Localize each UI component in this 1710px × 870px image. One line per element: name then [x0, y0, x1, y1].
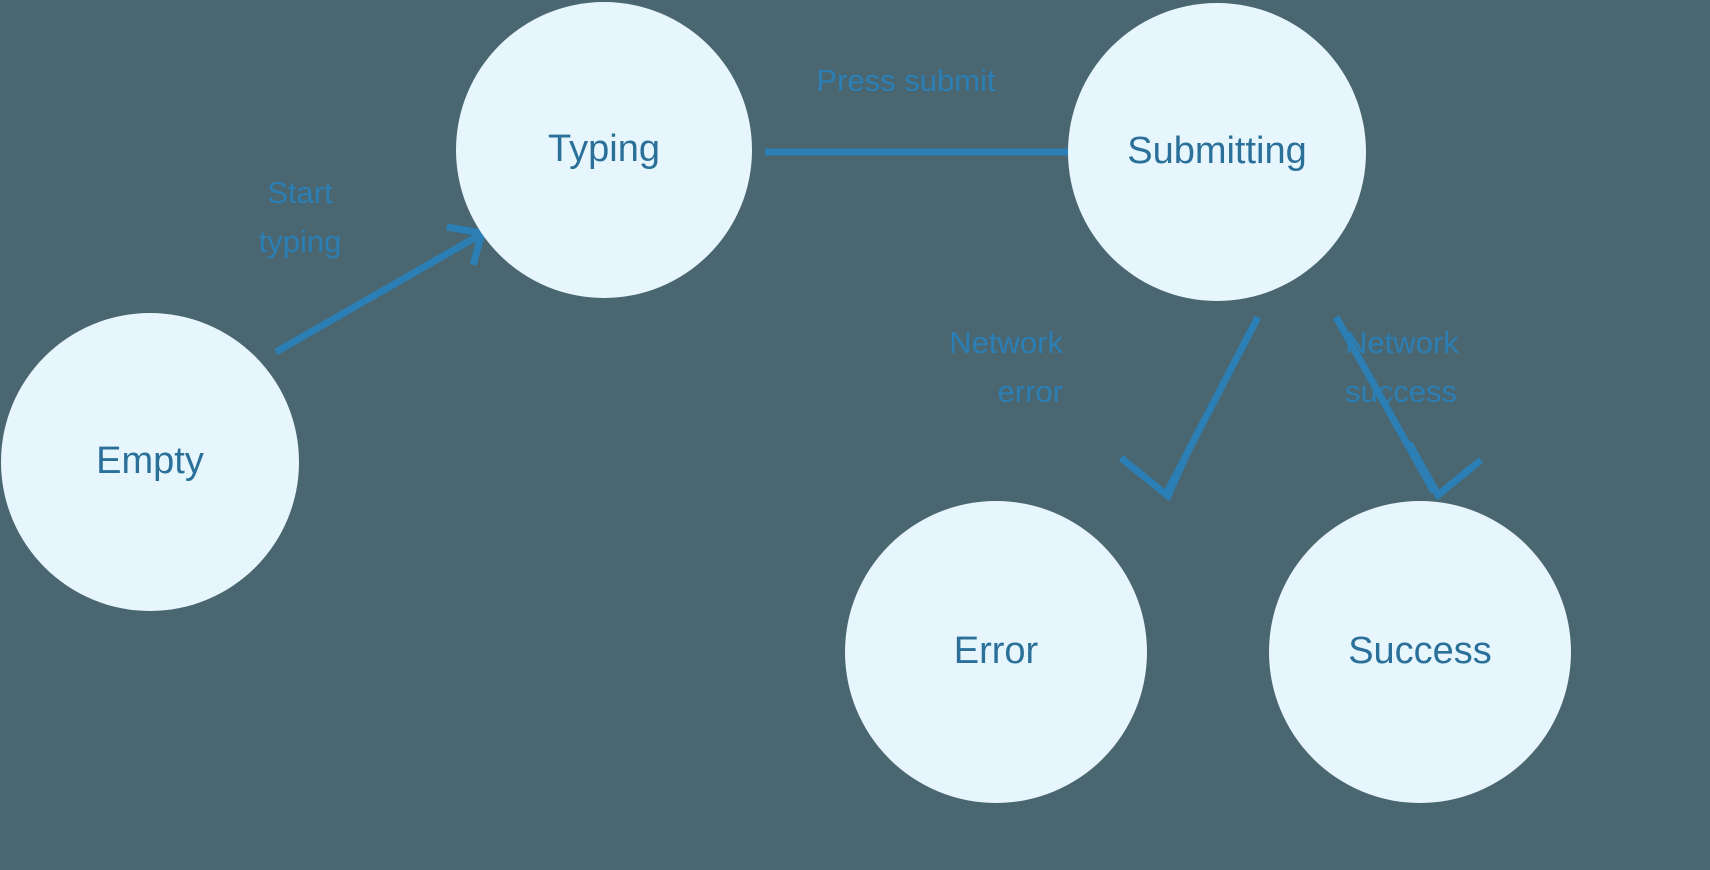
edge-label-line: Press submit: [816, 63, 996, 98]
state-node-circle[interactable]: [456, 2, 752, 298]
edge-label-line: typing: [259, 224, 342, 259]
edge-label-typing-to-submitting: Press submit: [816, 63, 996, 98]
edge-label-line: error: [998, 374, 1063, 409]
state-node-circle[interactable]: [1269, 501, 1571, 803]
state-node-circle[interactable]: [1068, 3, 1366, 301]
state-node-empty[interactable]: Empty: [1, 313, 299, 611]
state-node-circle[interactable]: [1, 313, 299, 611]
state-node-label: Error: [954, 630, 1039, 672]
edge-label-line: success: [1345, 374, 1457, 409]
edge-label-submitting-to-success: Network success: [1345, 325, 1459, 409]
edge-label-empty-to-typing: Start typing: [259, 175, 342, 259]
edge-label-line: Start: [267, 175, 333, 210]
state-node-circle[interactable]: [845, 501, 1147, 803]
edge-line: [274, 232, 480, 356]
state-node-label: Empty: [96, 440, 204, 482]
edges-layer: [274, 120, 1484, 502]
edge-label-line: Network: [949, 325, 1063, 360]
state-node-label: Typing: [548, 128, 660, 170]
edge-submitting-to-error: [1118, 315, 1262, 502]
state-node-label: Submitting: [1127, 130, 1307, 172]
arrowhead-icon: [1118, 445, 1194, 502]
state-node-label: Success: [1348, 630, 1492, 672]
state-node-success[interactable]: Success: [1269, 501, 1571, 803]
arrowhead-icon: [1405, 441, 1484, 501]
state-node-submitting[interactable]: Submitting: [1068, 3, 1366, 301]
edge-submitting-to-success: [1332, 315, 1484, 501]
edge-label-submitting-to-error: Network error: [949, 325, 1063, 409]
state-node-typing[interactable]: Typing: [456, 2, 752, 298]
edge-label-line: Network: [1345, 325, 1459, 360]
state-node-error[interactable]: Error: [845, 501, 1147, 803]
